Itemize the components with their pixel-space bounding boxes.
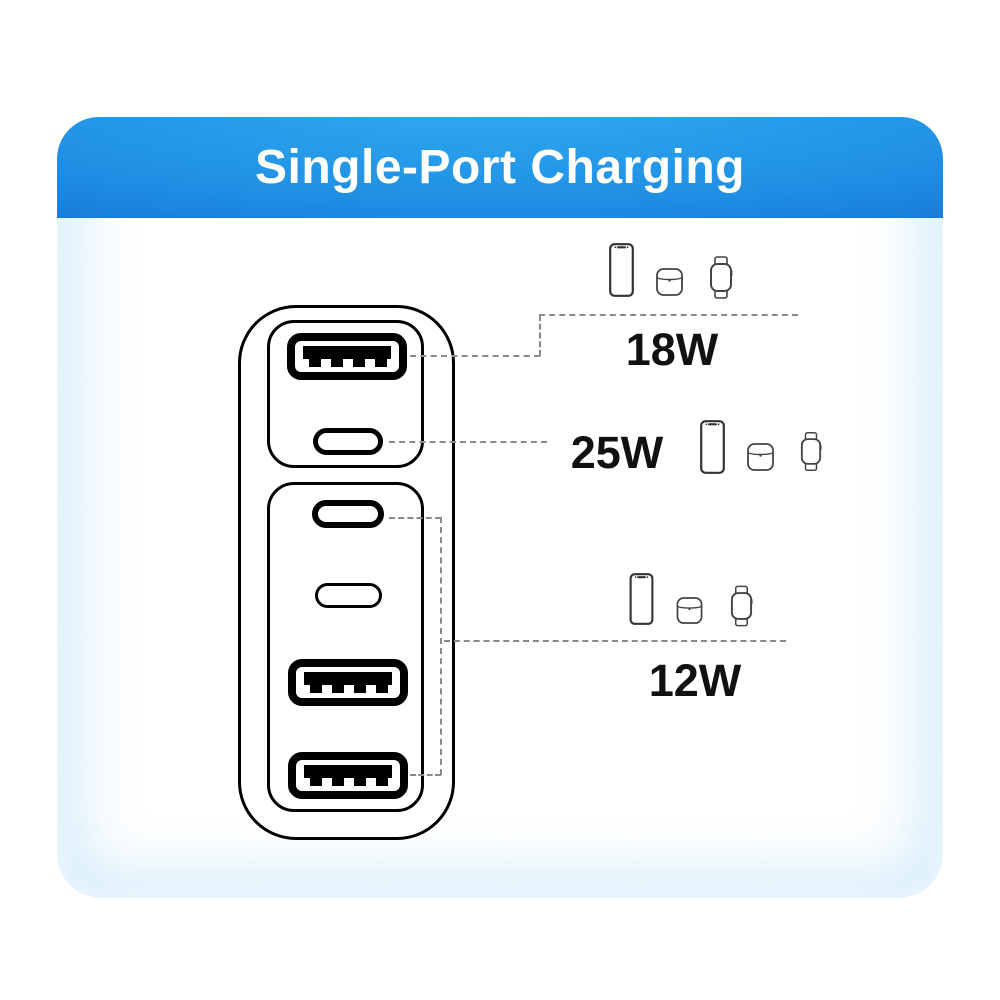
phone-icon <box>629 573 654 625</box>
connector-18w-vertical <box>539 315 541 356</box>
watch-icon <box>730 585 753 627</box>
usb-a-port-top-icon <box>287 333 407 380</box>
wattage-label-18w: 18W <box>625 324 719 375</box>
connector-18w-horizontal-stub <box>410 355 540 357</box>
usb-a-port-2-icon <box>288 752 408 799</box>
phone-icon <box>609 243 634 297</box>
wattage-label-25w: 25W <box>570 427 664 478</box>
usb-a-port-1-icon <box>288 659 408 706</box>
usb-c-port-1-icon <box>312 500 384 528</box>
earbuds-case-icon <box>676 597 703 624</box>
watch-icon <box>800 431 822 472</box>
connector-18w-horizontal <box>539 314 798 316</box>
connector-12w-top-stub <box>389 517 441 519</box>
earbuds-case-icon <box>747 443 774 471</box>
phone-icon <box>700 420 725 474</box>
connector-12w-bottom-stub <box>410 774 441 776</box>
watch-icon <box>710 256 733 299</box>
charging-card <box>57 117 943 898</box>
wattage-label-12w: 12W <box>648 655 742 706</box>
connector-12w-horizontal <box>444 640 786 642</box>
usb-c-port-top-icon <box>313 428 383 455</box>
earbuds-case-icon <box>656 268 683 296</box>
page-title: Single-Port Charging <box>255 141 745 194</box>
usb-c-port-2-icon <box>315 583 382 608</box>
connector-12w-vertical <box>440 517 442 775</box>
connector-25w-horizontal <box>389 441 547 443</box>
card-header: Single-Port Charging <box>57 117 943 218</box>
